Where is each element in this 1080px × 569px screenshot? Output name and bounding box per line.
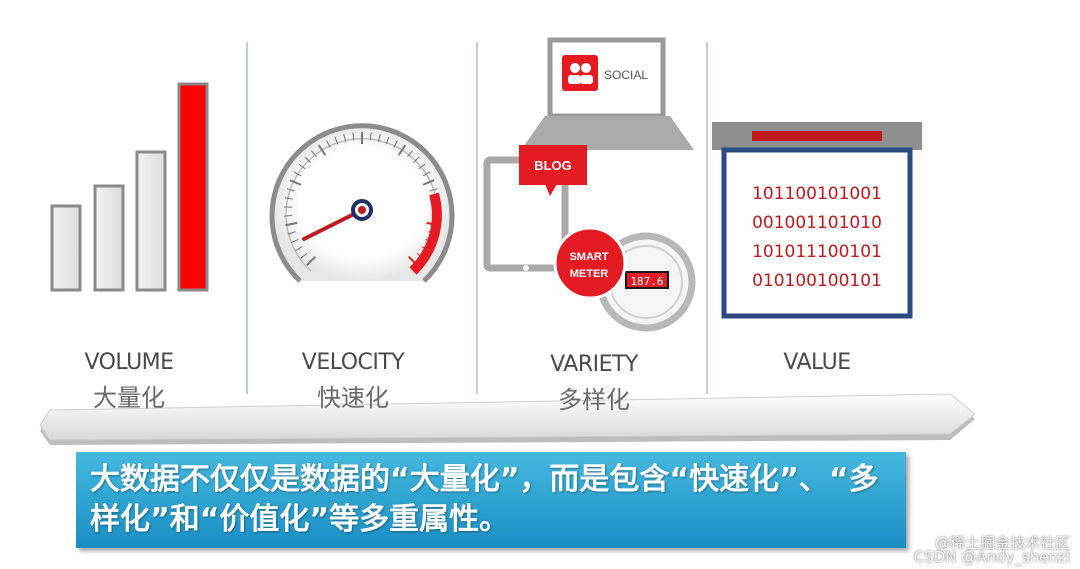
gauge-tick [369,132,372,141]
meter-reading: 187.6 [630,275,663,288]
gauge-tick [413,156,420,163]
gauge-tick [422,171,431,177]
summary-banner-text: 大数据不仅仅是数据的“大量化”，而是包含“快速化”、“多样化”和“价值化”等多重… [90,462,879,537]
gauge-tick [310,150,317,158]
gauge-tick [286,188,295,192]
gauge-tick [326,140,331,148]
variety-icons: SOCIAL BLOG 187.6 SMART METER [483,37,696,332]
panel-label-variety: VARIETY [550,352,638,377]
laptop-icon: SOCIAL [521,37,694,150]
gauge-tick [385,136,390,145]
meter-display [625,271,669,289]
watermark-line-2: CSDN @Andy_shenzl [913,548,1070,566]
blog-bubble-icon: BLOG [519,145,587,196]
meter-label-1: SMART [569,251,608,263]
binary-row: 101011100101 [752,242,882,262]
panel-sub-variety: 多样化 [558,386,630,414]
gauge-tick [287,231,296,235]
gauge-tick [397,144,407,156]
gauge-tick [343,134,347,143]
gauge-tick [352,132,355,141]
volume-bars-icon [50,82,209,292]
watermark-line-1: @稀土掘金技术社区 [934,534,1070,552]
gauge-tick [377,134,381,143]
gauge-tick [407,150,414,158]
volume-bar-1 [50,204,82,292]
panel-label-velocity: VELOCITY [301,350,405,375]
gauge-tick [285,221,298,227]
volume-bar-3 [135,150,167,292]
binary-row: 101100101001 [752,184,882,204]
gauge-tick [317,144,327,156]
timeline-arrow [39,393,976,445]
smart-meter-icon: 187.6 SMART METER [553,226,696,332]
panel-label-value: VALUE [783,350,851,375]
social-badge-icon [562,55,598,91]
gauge-tick [298,163,306,170]
gauge-tick [429,188,438,192]
gauge-tick [284,197,293,200]
value-binary-icon: 101100101001 001001101010 101011100101 0… [712,122,922,319]
gauge-tick [334,136,339,145]
volume-bar-4 [177,82,209,292]
summary-banner: 大数据不仅仅是数据的“大量化”，而是包含“快速化”、“多样化”和“价值化”等多重… [76,452,906,548]
gauge-tick [418,163,426,170]
panel-label-volume: VOLUME [84,350,174,375]
social-label: SOCIAL [604,68,648,82]
binary-row: 010100100101 [752,271,882,291]
gauge-tick [393,140,398,148]
meter-label-2: METER [570,268,609,280]
panel-sub-velocity: 快速化 [317,384,389,412]
gauge-tick [422,179,435,186]
gauge-tick [293,171,302,177]
divider-3 [706,42,708,394]
binary-row: 001001101010 [752,213,882,233]
divider-1 [246,42,248,394]
binary-screen [721,147,913,319]
gauge-tick [300,252,308,259]
gauge-tick [289,179,302,186]
gauge-ticks [284,132,440,266]
volume-bar-2 [93,184,125,292]
gauge-tick [295,246,303,252]
gauge-tick [290,238,299,244]
gauge-tick [304,156,311,163]
blog-label: BLOG [534,158,572,173]
speedometer-icon [269,123,455,283]
gauge-tick [306,255,317,266]
divider-2 [476,42,478,394]
panel-sub-volume: 大量化 [93,384,165,412]
gauge-tick [284,214,293,217]
